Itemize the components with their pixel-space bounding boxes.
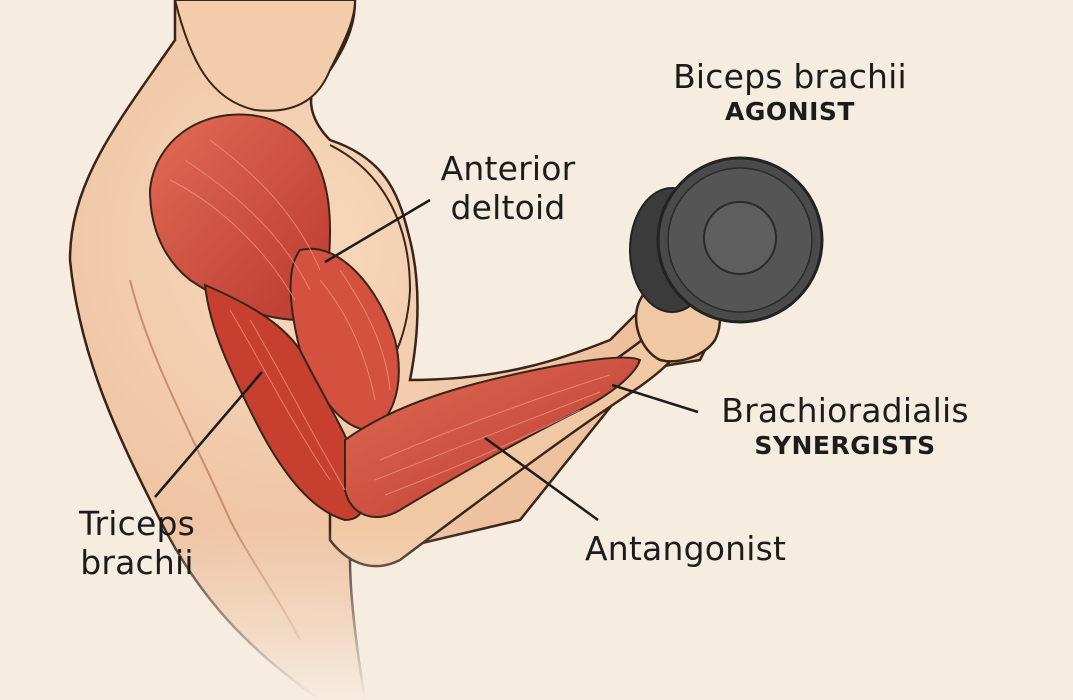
triceps-line2: brachii	[80, 542, 194, 582]
leader-antagonist	[484, 436, 599, 522]
deltoid-line2: deltoid	[450, 187, 566, 227]
antagonist-name: Antangonist	[585, 529, 787, 568]
biceps-name: Biceps brachii	[673, 57, 907, 96]
deltoid-line1: Anterior	[440, 149, 576, 188]
label-antagonist: Antangonist	[585, 529, 815, 569]
leader-brachioradialis	[611, 383, 699, 414]
label-anterior-deltoid: Anterior deltoid	[428, 149, 588, 228]
leader-triceps	[154, 371, 263, 498]
brachioradialis-role: SYNERGISTS	[754, 430, 936, 460]
brachioradialis-name: Brachioradialis	[721, 391, 969, 430]
leader-deltoid	[324, 198, 431, 264]
label-brachioradialis: Brachioradialis SYNERGISTS	[705, 391, 985, 460]
biceps-role: AGONIST	[725, 96, 855, 126]
triceps-line1: Triceps	[78, 504, 196, 543]
label-triceps-brachii: Triceps brachii	[62, 504, 212, 583]
label-biceps-brachii: Biceps brachii AGONIST	[650, 57, 930, 126]
